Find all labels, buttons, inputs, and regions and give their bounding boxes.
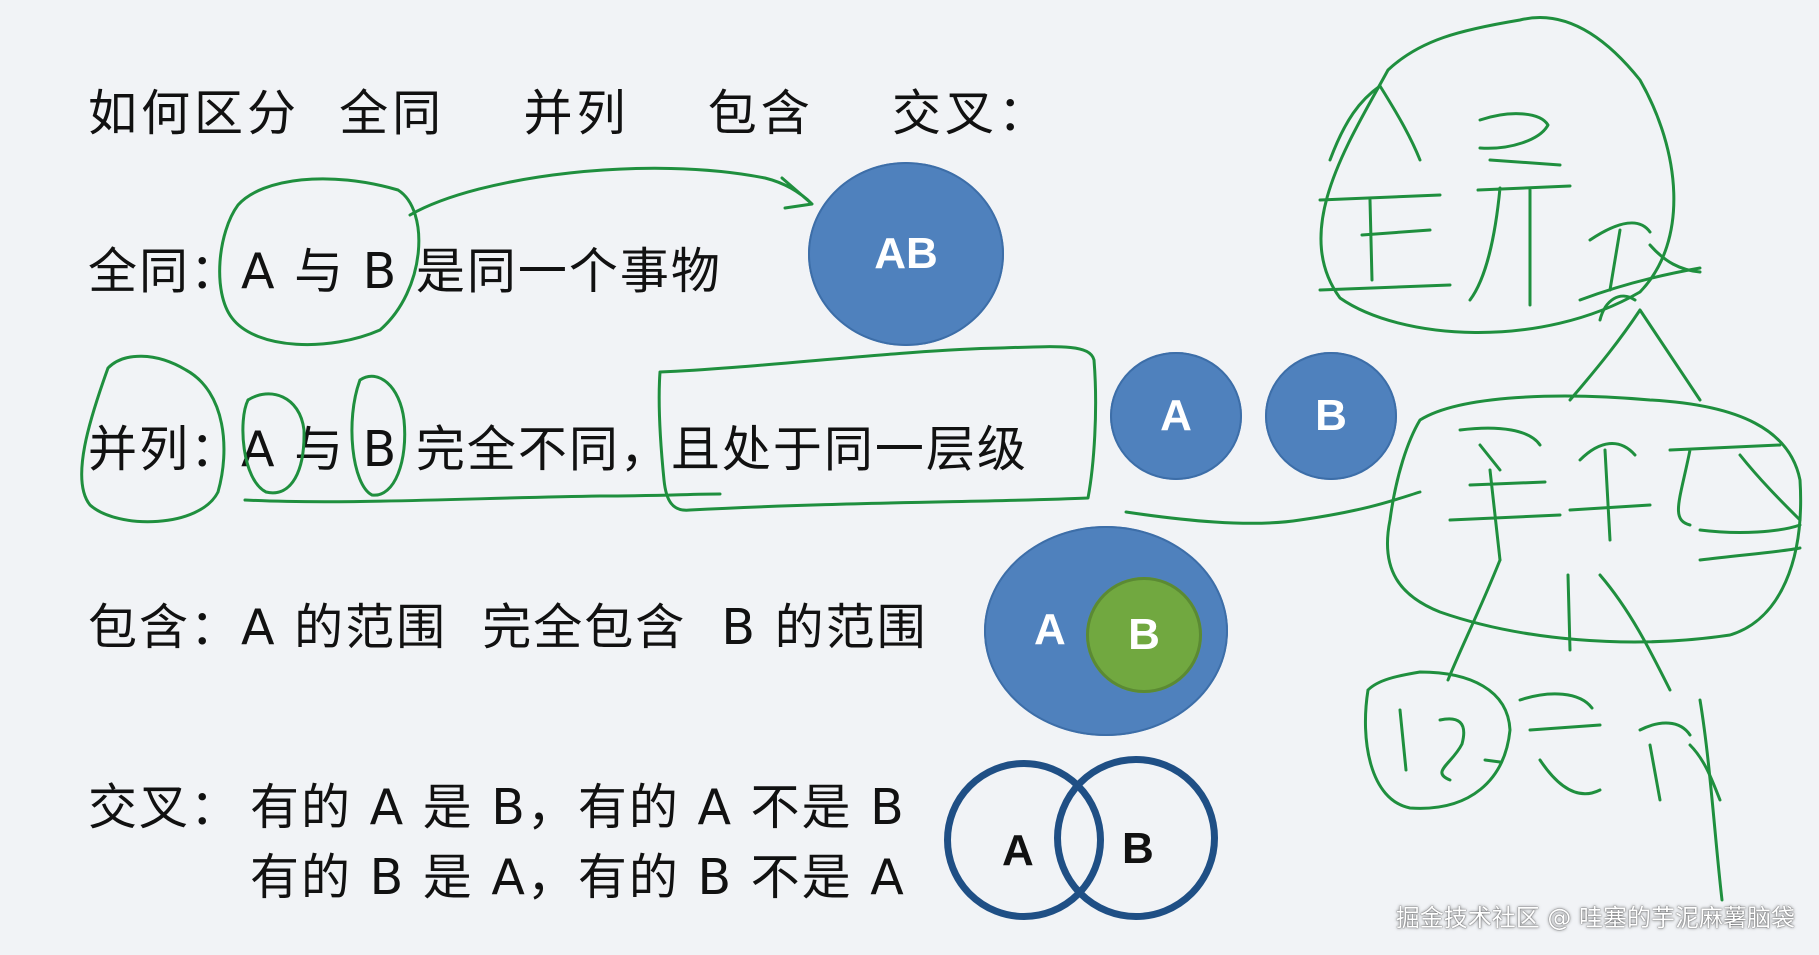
row-identical-label: 全同： [88,243,242,300]
parallel-circle-a: A [1110,352,1242,480]
underline-parallel [243,492,722,504]
contain-inner-circle: B [1086,577,1202,693]
glyph-h [1398,708,1502,782]
watermark: 掘金技术社区 @ 哇塞的芋泥麻薯脑袋 [1395,904,1795,932]
arrow-to-ab-circle [408,166,814,217]
contain-outer-label: A [1034,605,1066,654]
underline-parallel-circles [1124,490,1422,525]
row-identical: 全同：A 与 B 是同一个事物 [88,232,722,303]
row-parallel-label: 并列： [88,421,242,478]
central-loop [1385,394,1803,644]
intersect-label-b: B [1122,824,1154,873]
lower-branches [1446,558,1672,692]
row-intersect-line1: 有的 A 是 B，有的 A 不是 B [250,779,906,836]
big-loop [1319,16,1676,334]
glyph-c [1588,221,1702,292]
loop-around-a [241,392,306,495]
glyph-i [1518,692,1602,796]
dash-line [1698,546,1802,562]
row-parallel-text: A 与 B 完全不同，且处于同一层级 [241,421,1028,478]
row-parallel: 并列：A 与 B 完全不同，且处于同一层级 [88,410,1028,481]
parallel-circle-b: B [1265,352,1397,480]
row-intersect-label: 交叉： [88,779,242,836]
loop-around-b [350,374,407,497]
glyph-d [1578,266,1702,322]
row-contain: 包含：A 的范围 完全包含 B 的范围 [88,588,928,659]
long-tail-line [1698,698,1724,902]
slide-title: 如何区分 全同 并列 包含 交叉： [88,85,1052,142]
circle-around-a-b-identical [218,177,421,347]
box-same-level [657,345,1098,512]
identical-circle: AB [808,162,1004,346]
glyph-e [1448,426,1562,562]
glyph-a [1318,84,1452,292]
glyph-g [1668,443,1802,534]
row-intersect-line2: 有的 B 是 A，有的 B 不是 A [250,849,906,906]
intersect-ring-b [1054,756,1218,920]
circle-around-parallel-label [80,354,226,524]
row-identical-text: A 与 B 是同一个事物 [241,243,722,300]
tree-branches-top [1568,308,1702,402]
glyph-f [1568,442,1652,542]
intersect-label-a: A [1002,826,1034,875]
lower-left-loop [1363,670,1512,810]
row-contain-label: 包含： [88,599,242,656]
glyph-b [1468,112,1572,307]
row-contain-text: A 的范围 完全包含 B 的范围 [241,599,928,656]
